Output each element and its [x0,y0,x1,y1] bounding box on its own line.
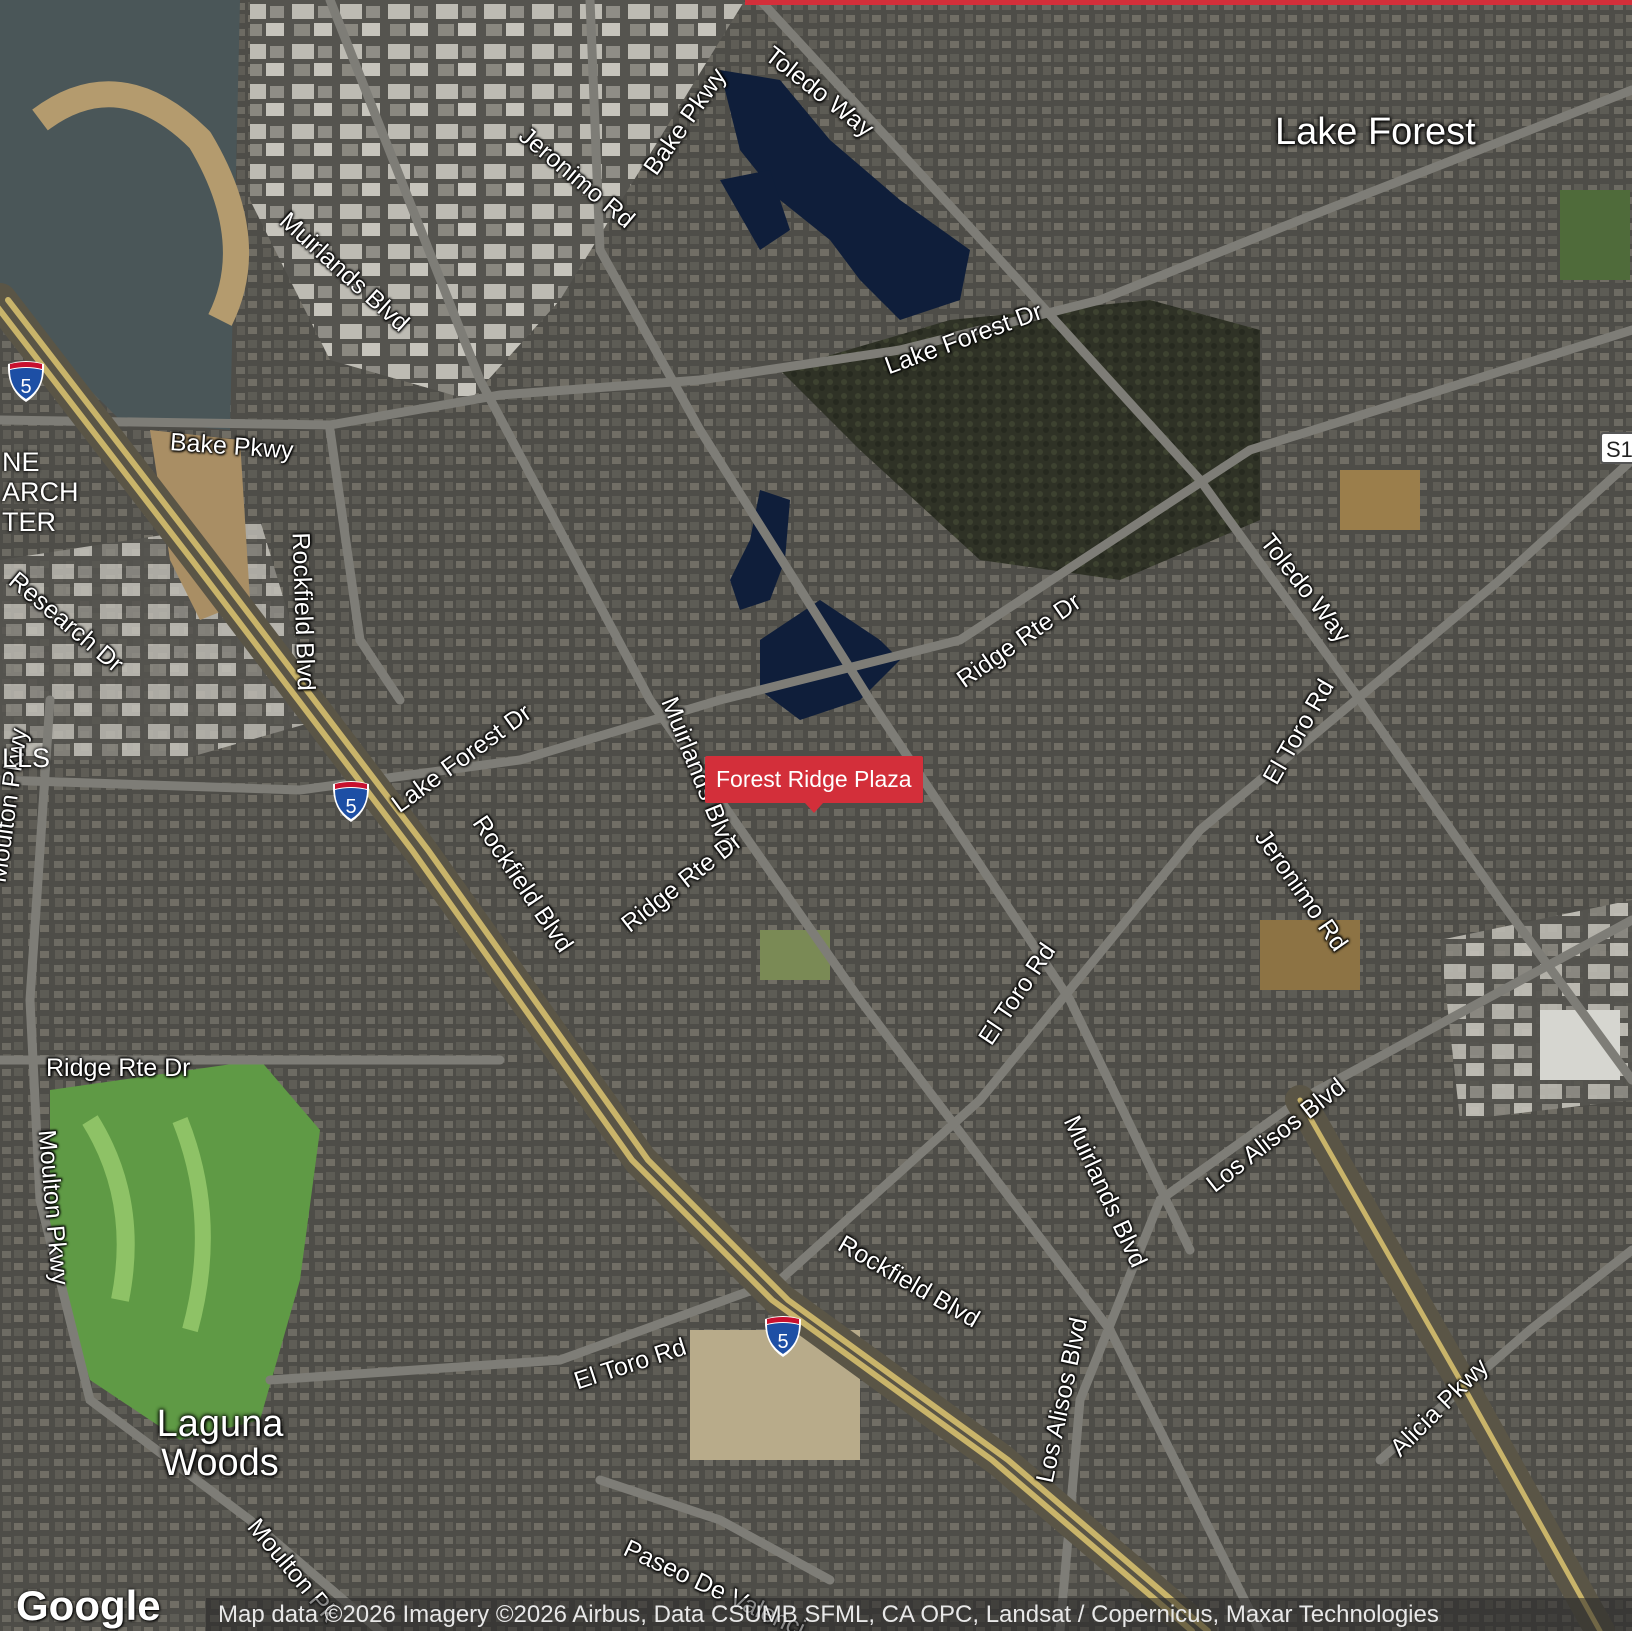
map-attribution[interactable]: Map data ©2026 Imagery ©2026 Airbus, Dat… [206,1598,1632,1631]
edge-text-line: ARCH [2,477,79,508]
top-accent-bar [745,0,1632,5]
interstate-shield-icon: 5 [7,361,45,402]
location-pin-label[interactable]: Forest Ridge Plaza [705,756,923,813]
shield-number: 5 [20,376,31,398]
edge-text-line: NE [2,447,40,477]
shield-number: 5 [777,1331,788,1353]
road-label-rockfield-blvd-n: Rockfield Blvd [286,531,321,692]
shield-number: 5 [345,796,356,818]
road-label-ridge-rte-dr-w: Ridge Rte Dr [46,1054,191,1082]
place-label-laguna-woods: Laguna Woods [156,1403,284,1484]
edge-text-line: LLS [2,743,51,773]
interstate-shield-icon: 5 [764,1316,802,1357]
place-label-lake-forest: Lake Forest [1275,111,1476,153]
edge-text-line: TER [2,507,56,538]
route-marker-s1: S1 [1600,432,1632,464]
edge-text-research-center: NE ARCH TER [2,447,79,538]
edge-text-hills: LLS [2,743,50,773]
interstate-shield-icon: 5 [332,781,370,822]
google-logo: Google [16,1582,161,1629]
